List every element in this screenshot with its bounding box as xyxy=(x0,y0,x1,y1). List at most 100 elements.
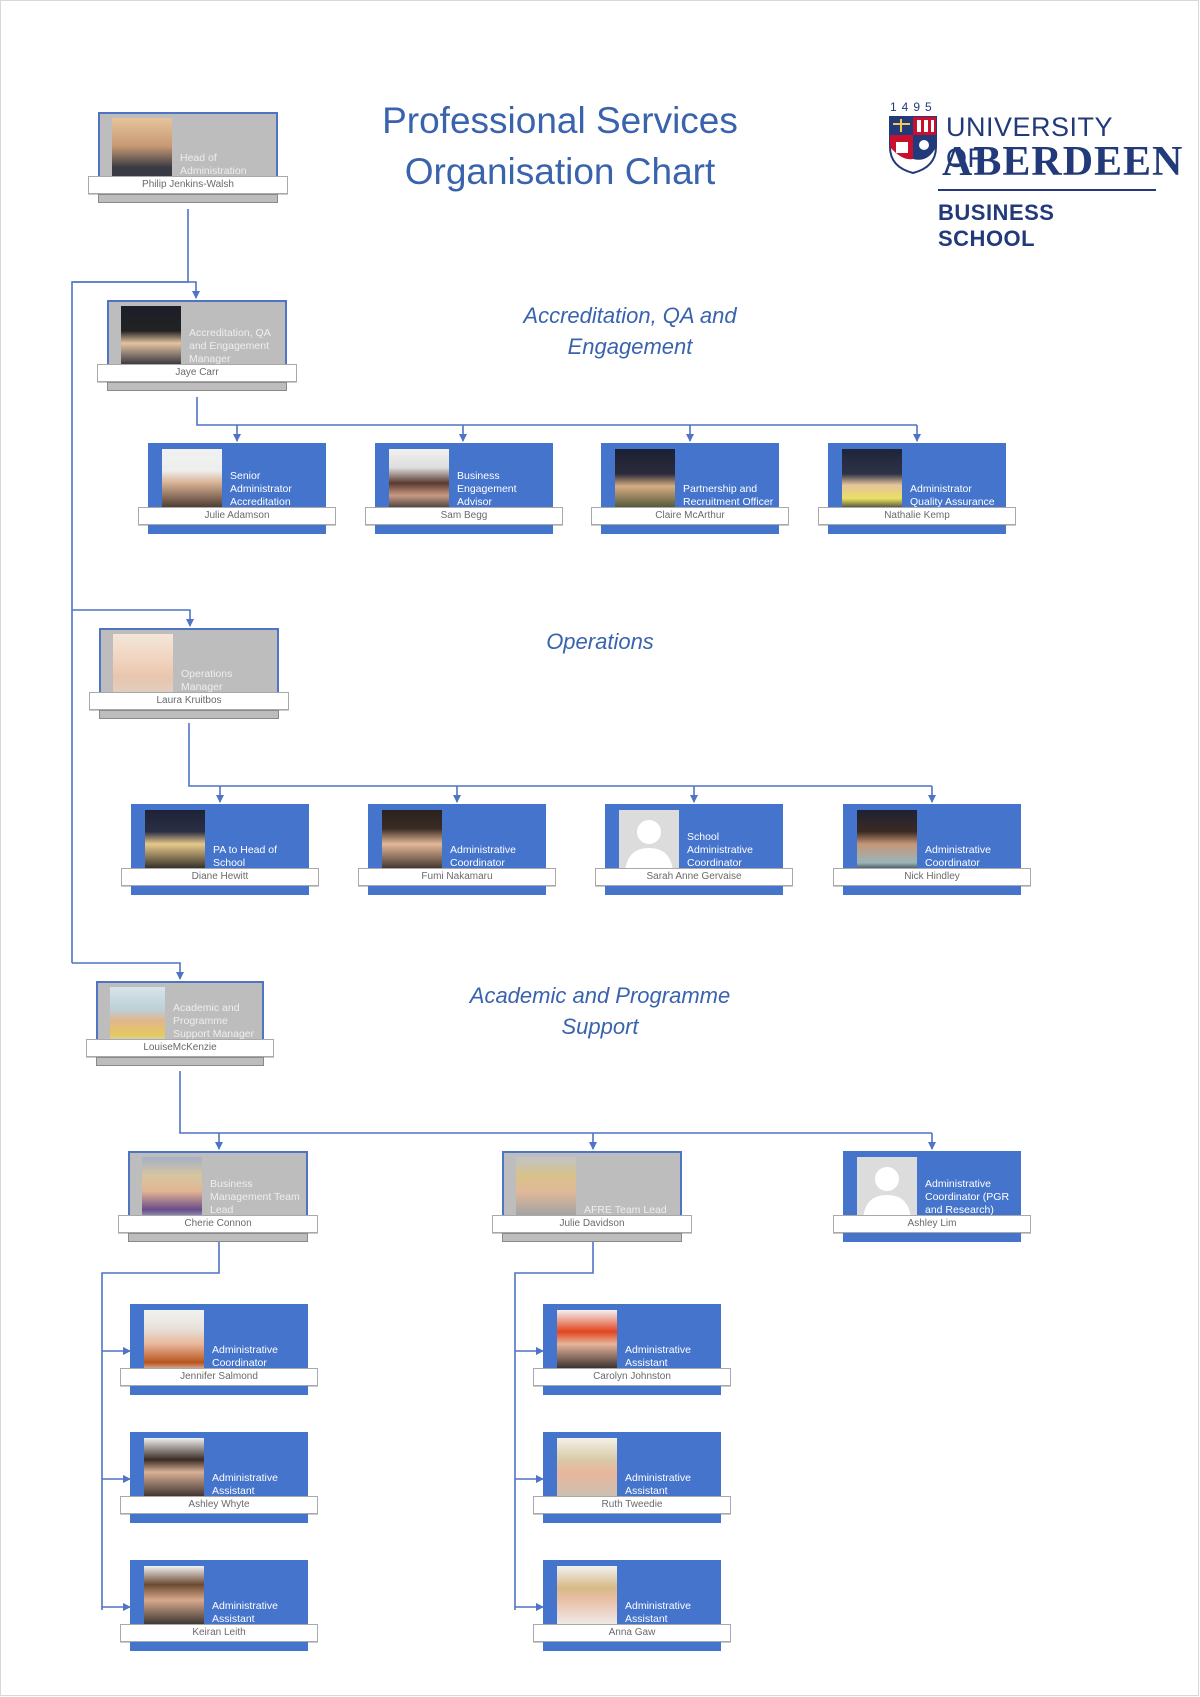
person-name: Cherie Connon xyxy=(118,1215,318,1233)
person-name: Sam Begg xyxy=(365,507,563,525)
page-title: Professional Services Organisation Chart xyxy=(330,95,790,197)
card-footer xyxy=(368,886,546,895)
job-title: Administrative Coordinator xyxy=(450,844,516,869)
card-footer xyxy=(130,1386,308,1395)
card-footer xyxy=(130,1642,308,1651)
card-footer xyxy=(543,1642,721,1651)
person-name: Anna Gaw xyxy=(533,1624,731,1642)
card-footer xyxy=(131,886,309,895)
job-title: Administrative Coordinator xyxy=(925,844,991,869)
person-photo xyxy=(145,810,205,872)
person-photo xyxy=(144,1566,204,1628)
logo-line-1: UNIVERSITY OF xyxy=(946,112,1113,173)
person-name: Keiran Leith xyxy=(120,1624,318,1642)
job-title: Partnership and Recruitment Officer xyxy=(683,483,774,508)
crest-icon xyxy=(889,116,937,175)
card-footer xyxy=(130,1514,308,1523)
org-card: Accreditation, QA and Engagement Manager… xyxy=(97,300,307,398)
person-name: LouiseMcKenzie xyxy=(86,1039,274,1057)
job-title: Administrative Coordinator xyxy=(212,1344,278,1369)
job-title: Academic and Programme Support Manager xyxy=(173,1002,255,1040)
job-title: Administrative Assistant xyxy=(625,1344,691,1369)
job-title: Operations Manager xyxy=(181,668,233,693)
person-name: Jaye Carr xyxy=(97,364,297,382)
card-footer xyxy=(98,194,278,203)
job-title: Senior Administrator Accreditation xyxy=(230,470,292,508)
person-photo xyxy=(557,1438,617,1500)
card-footer xyxy=(375,525,553,534)
job-title: Administrative Coordinator (PGR and Rese… xyxy=(925,1178,1010,1216)
person-name: Philip Jenkins-Walsh xyxy=(88,176,288,194)
card-footer xyxy=(843,1233,1021,1242)
card-footer xyxy=(502,1233,682,1242)
section-heading-operations: Operations xyxy=(546,629,654,654)
logo-line-3: BUSINESS SCHOOL xyxy=(938,200,1055,251)
job-title: Administrative Assistant xyxy=(212,1472,278,1497)
job-title: Business Engagement Advisor xyxy=(457,470,517,508)
person-photo xyxy=(112,118,172,180)
person-name: Nick Hindley xyxy=(833,868,1031,886)
section-heading-academic: Academic and Programme Support xyxy=(469,983,731,1039)
job-title: Business Management Team Lead xyxy=(210,1178,300,1216)
person-photo xyxy=(144,1438,204,1500)
connector-to-ops-manager xyxy=(72,609,194,627)
person-photo xyxy=(842,449,902,511)
person-photo xyxy=(615,449,675,511)
title-line-1: Professional Services xyxy=(382,100,738,141)
card-footer xyxy=(605,886,783,895)
job-title: PA to Head of School xyxy=(213,844,278,869)
card-footer xyxy=(543,1386,721,1395)
org-card: Administrative Coordinator (PGR and Rese… xyxy=(833,1151,1041,1249)
person-photo xyxy=(121,306,181,368)
card-footer xyxy=(99,710,279,719)
logo-year: 1495 xyxy=(890,100,937,114)
card-footer xyxy=(828,525,1006,534)
person-photo xyxy=(389,449,449,511)
person-placeholder-icon xyxy=(857,1157,917,1219)
section-heading-accreditation: Accreditation, QA and Engagement xyxy=(523,303,737,359)
person-name: Ruth Tweedie xyxy=(533,1496,731,1514)
card-footer xyxy=(128,1233,308,1242)
connector-to-aps-manager xyxy=(72,962,184,980)
person-photo xyxy=(557,1310,617,1372)
job-title: Administrative Assistant xyxy=(212,1600,278,1625)
person-photo xyxy=(110,987,165,1043)
job-title: Administrator Quality Assurance xyxy=(910,483,995,508)
logo-line-2: ABERDEEN xyxy=(942,139,1184,185)
job-title: Administrative Assistant xyxy=(625,1600,691,1625)
person-name: Claire McArthur xyxy=(591,507,789,525)
person-name: Jennifer Salmond xyxy=(120,1368,318,1386)
person-photo xyxy=(162,449,222,511)
person-photo xyxy=(382,810,442,872)
job-title: Accreditation, QA and Engagement Manager xyxy=(189,327,271,365)
person-photo xyxy=(142,1157,202,1219)
connector-to-aqa-manager xyxy=(72,281,200,299)
card-footer xyxy=(543,1514,721,1523)
university-logo: 1495 UNIVERSITY OF ABERDEEN BUSINESS SCH… xyxy=(886,100,1182,251)
card-footer xyxy=(843,886,1021,895)
person-name: Sarah Anne Gervaise xyxy=(595,868,793,886)
person-placeholder-icon xyxy=(619,810,679,872)
person-name: Julie Davidson xyxy=(492,1215,692,1233)
job-title: AFRE Team Lead xyxy=(584,1204,667,1216)
person-name: Julie Adamson xyxy=(138,507,336,525)
title-line-2: Organisation Chart xyxy=(404,151,716,192)
card-footer xyxy=(107,382,287,391)
person-photo xyxy=(516,1157,576,1219)
person-name: Nathalie Kemp xyxy=(818,507,1016,525)
